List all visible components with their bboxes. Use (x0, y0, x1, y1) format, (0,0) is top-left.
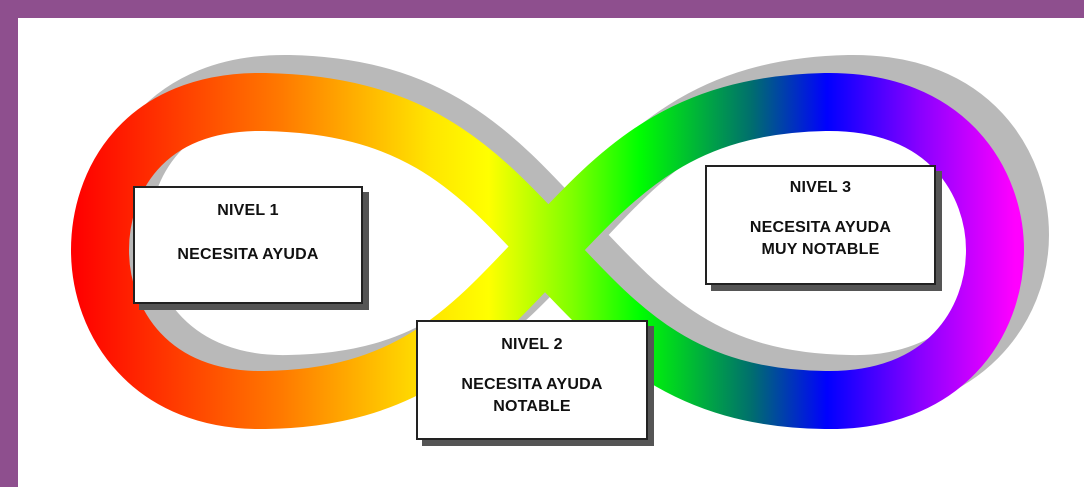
level-2-description-line-2: NOTABLE (493, 398, 571, 415)
level-3-description-line-2: MUY NOTABLE (761, 241, 880, 258)
level-3-box: NIVEL 3 NECESITA AYUDA MUY NOTABLE (705, 165, 936, 285)
level-3-description-line-1: NECESITA AYUDA (749, 219, 892, 236)
level-2-box: NIVEL 2 NECESITA AYUDA NOTABLE (416, 320, 648, 440)
infinity-band (71, 72, 1024, 430)
frame-left-border (0, 0, 18, 487)
level-1-description: NECESITA AYUDA (177, 246, 319, 263)
level-1-box: NIVEL 1 NECESITA AYUDA (133, 186, 363, 304)
level-2-description-line-1: NECESITA AYUDA (461, 376, 603, 393)
level-3-title: NIVEL 3 (789, 179, 852, 196)
level-3-description: NECESITA AYUDA MUY NOTABLE (707, 217, 934, 261)
level-2-description: NECESITA AYUDA NOTABLE (418, 374, 646, 418)
level-2-title: NIVEL 2 (501, 336, 563, 353)
level-1-title: NIVEL 1 (217, 202, 279, 219)
frame-top-border (0, 0, 1084, 18)
